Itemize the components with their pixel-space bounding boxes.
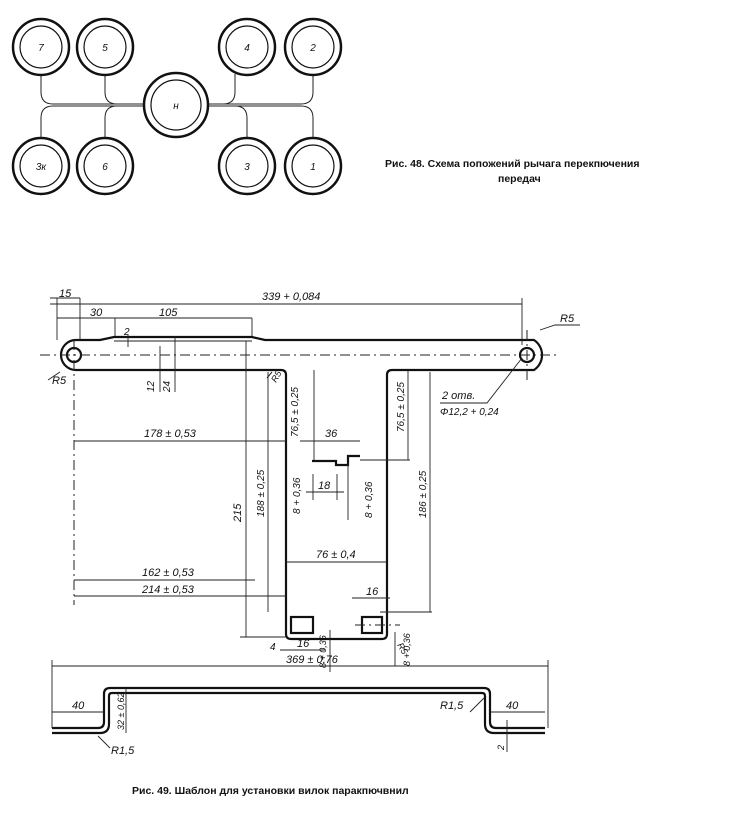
gear-position-6: 6 bbox=[75, 136, 135, 196]
gear-position-1: 1 bbox=[283, 136, 343, 196]
gear-shift-diagram: 7 5 4 2 н 3к 6 3 bbox=[11, 17, 343, 196]
gear-position-3: 3 bbox=[217, 136, 277, 196]
gear-position-7: 7 bbox=[11, 17, 71, 77]
gear-label-3k: 3к bbox=[36, 162, 48, 173]
dim-18: 18 bbox=[318, 480, 331, 492]
dim-36: 36 bbox=[325, 428, 338, 440]
gear-label-3: 3 bbox=[244, 162, 250, 173]
gear-position-neutral: н bbox=[142, 71, 210, 139]
fig49-caption: Рис. 49. Шаблон для установки вилок пара… bbox=[132, 785, 409, 797]
dim-369: 369 ± 0,76 bbox=[286, 654, 339, 666]
dim-16-right: 16 bbox=[366, 586, 379, 598]
gear-label-7: 7 bbox=[38, 43, 44, 54]
gear-label-4: 4 bbox=[244, 43, 250, 54]
dim-32: 32 ± 0,62 bbox=[116, 693, 126, 730]
dim-188: 188 ± 0,25 bbox=[256, 469, 267, 517]
dim-40-right: 40 bbox=[506, 700, 519, 712]
gear-position-5: 5 bbox=[75, 17, 135, 77]
dim-24: 24 bbox=[162, 380, 173, 393]
profile-outline-top bbox=[52, 686, 545, 730]
profile-outline-bottom bbox=[52, 691, 545, 735]
dim-r15-left: R1,5 bbox=[111, 745, 135, 757]
dim-16-bottom: 16 bbox=[297, 638, 310, 650]
gear-label-5: 5 bbox=[102, 43, 108, 54]
dim-105: 105 bbox=[159, 307, 178, 319]
template-plan-view bbox=[40, 330, 560, 641]
dim-40-left: 40 bbox=[72, 700, 85, 712]
gear-label-neutral: н bbox=[173, 101, 179, 112]
dim-76-5-left: 76,5 ± 0,25 bbox=[290, 387, 301, 437]
dim-8-a: 8 + 0,36 bbox=[292, 477, 303, 514]
gear-label-2: 2 bbox=[309, 43, 316, 54]
dim-2-bottom: 2 bbox=[496, 745, 506, 751]
dim-2-top: 2 bbox=[123, 327, 130, 338]
dim-162: 162 ± 0,53 bbox=[142, 567, 195, 579]
template-outline bbox=[59, 335, 544, 641]
gear-label-6: 6 bbox=[102, 162, 108, 173]
gear-position-4: 4 bbox=[217, 17, 277, 77]
dim-r15-right: R1,5 bbox=[440, 700, 464, 712]
template-side-profile: 369 ± 0,76 40 32 ± 0,62 R1,5 R1,5 40 2 bbox=[51, 654, 549, 757]
shift-connector-lines bbox=[40, 74, 314, 140]
gear-position-2: 2 bbox=[283, 17, 343, 77]
holes-diameter: Φ12,2 + 0,24 bbox=[440, 407, 499, 418]
dim-215: 215 bbox=[232, 503, 244, 523]
fig48-caption-line2: передач bbox=[498, 173, 541, 185]
gear-label-1: 1 bbox=[310, 162, 316, 173]
dim-76-5-right: 76,5 ± 0,25 bbox=[396, 382, 407, 432]
dim-339: 339 + 0,084 bbox=[262, 291, 320, 303]
dim-186: 186 ± 0,25 bbox=[418, 470, 429, 518]
dim-76: 76 ± 0,4 bbox=[316, 549, 356, 561]
dim-8-b: 8 + 0,36 bbox=[364, 481, 375, 518]
holes-count: 2 отв. bbox=[441, 390, 475, 402]
dim-r5-left: R5 bbox=[52, 375, 67, 387]
dim-8-c: 8 + 0,36 bbox=[318, 635, 328, 668]
notch bbox=[312, 454, 360, 467]
dim-178: 178 ± 0,53 bbox=[144, 428, 197, 440]
dimension-labels: 15 339 + 0,084 30 105 2 R5 R5 12 24 R5 7… bbox=[52, 288, 575, 668]
dimension-lines bbox=[47, 297, 580, 672]
dim-4: 4 bbox=[270, 642, 276, 653]
slot-left bbox=[289, 615, 315, 635]
dim-15: 15 bbox=[59, 288, 72, 300]
dim-30: 30 bbox=[90, 307, 103, 319]
dim-8-d: 8 + 0,36 bbox=[402, 633, 412, 666]
dim-214: 214 ± 0,53 bbox=[141, 584, 195, 596]
dim-12: 12 bbox=[146, 380, 157, 392]
dim-r5-right: R5 bbox=[560, 313, 575, 325]
fig48-caption-line1: Рис. 48. Схема попожений рычага перекпюч… bbox=[385, 158, 640, 170]
gear-position-3k: 3к bbox=[11, 136, 71, 196]
